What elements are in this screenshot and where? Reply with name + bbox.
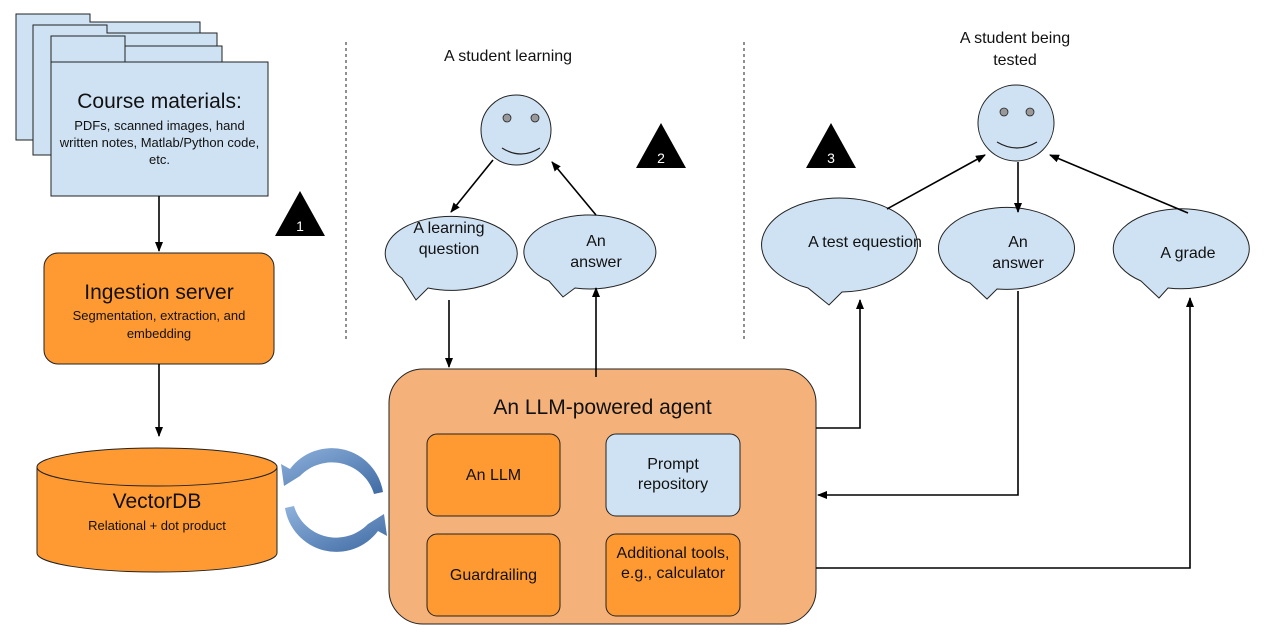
learning-student-face-icon [480,94,552,166]
marker-3-label: 3 [827,150,835,166]
grade-bubble [1112,208,1250,299]
tested-student-face-icon [977,84,1055,162]
course-materials-description: PDFs, scanned images, hand written notes… [59,118,260,167]
tested-student-label: A student being tested [959,30,1071,69]
ingestion-server-subtitle: Segmentation, extraction, and embedding [72,308,246,341]
vectordb-cylinder-icon [36,447,278,573]
vectordb-title: VectorDB [112,490,202,513]
test-answer-text: An answer [992,234,1044,272]
test-question-bubble [761,197,919,306]
learning-question-text: A learning question [413,220,485,258]
additional-tools-box [605,533,741,617]
test-question-text: A test equestion [808,234,922,251]
agent-title: An LLM-powered agent [493,396,712,419]
marker-2-triangle [636,123,686,168]
course-materials-folder-icon [15,13,269,197]
llm-label: An LLM [465,467,522,484]
marker-3-triangle [806,123,856,168]
marker-2-label: 2 [657,150,665,166]
grade-text: A grade [1160,245,1216,262]
course-materials-title: Course materials: [77,90,242,113]
learning-answer-bubble [523,214,657,298]
additional-tools-label: Additional tools, e.g., calculator [616,545,730,582]
flow-arrows [155,154,1194,569]
vectordb-subtitle: Relational + dot product [88,518,226,533]
learning-question-bubble [384,215,518,301]
prompt-repository-box [605,433,741,517]
llm-box [426,433,561,517]
test-answer-bubble [937,206,1075,300]
learning-answer-text: An answer [570,233,622,271]
learning-student-label: A student learning [443,48,573,65]
guardrailing-box [426,533,561,617]
marker-1-label: 1 [296,218,304,234]
ingestion-server-title: Ingestion server [84,281,234,304]
marker-1-triangle [275,191,325,236]
guardrailing-label: Guardrailing [449,567,538,584]
prompt-repository-label: Prompt repository [637,456,709,493]
sync-cycle-icon [281,448,387,552]
